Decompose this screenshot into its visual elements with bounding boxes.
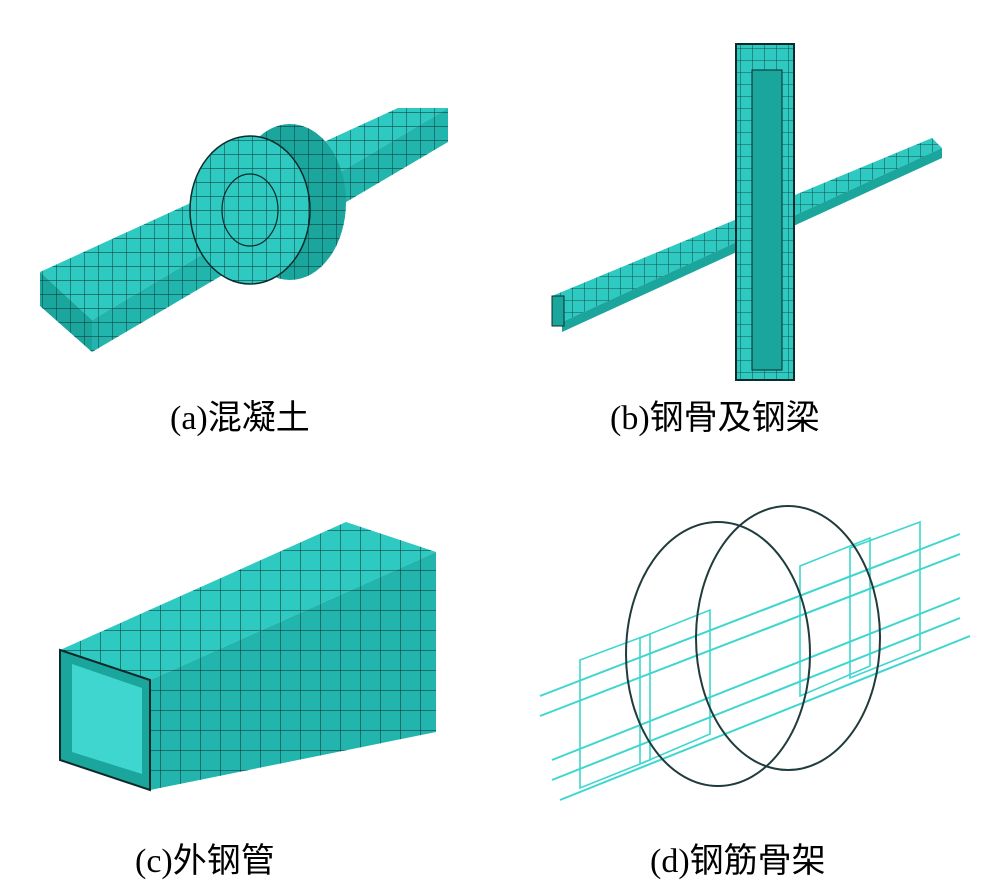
concrete-mesh-figure xyxy=(40,108,448,352)
caption-c: (c)外钢管 xyxy=(135,843,275,880)
caption-d: (d)钢筋骨架 xyxy=(650,843,826,880)
panel-rebar-cage: (d)钢筋骨架 xyxy=(500,470,1000,894)
steel-skeleton-figure xyxy=(551,43,942,381)
steel-tube-figure xyxy=(59,522,436,792)
panel-steel-skeleton: (b)钢骨及钢梁 xyxy=(500,0,1000,460)
rebar-cage-figure xyxy=(539,505,971,801)
ring-stirrups xyxy=(625,505,881,787)
panel-concrete: (a)混凝土 xyxy=(0,0,500,460)
caption-b: (b)钢骨及钢梁 xyxy=(610,400,820,437)
panel-steel-tube: (c)外钢管 xyxy=(0,470,500,894)
longitudinal-bars xyxy=(539,533,971,801)
caption-a: (a)混凝土 xyxy=(170,400,310,437)
